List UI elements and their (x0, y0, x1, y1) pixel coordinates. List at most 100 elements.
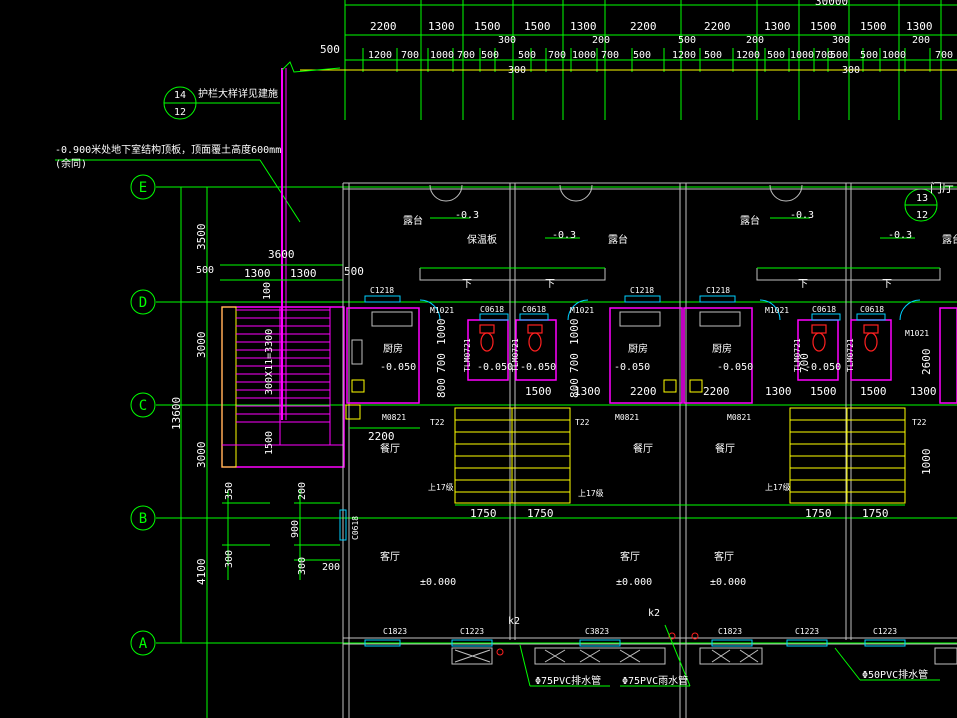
top-dim: 1300 (764, 20, 791, 33)
code: 上17级 (765, 482, 791, 492)
code: M1021 (430, 306, 454, 315)
pipe-label: Φ75PVC雨水管 (622, 674, 688, 687)
top-dim: 1500 (474, 20, 501, 33)
ref-12: 12 (174, 107, 186, 118)
room-dining: 餐厅 (380, 442, 400, 455)
code: C0618 (351, 516, 360, 540)
code: T22 (430, 418, 445, 427)
component-codes: C1218 C0618 C0618 C1218 C1218 C0618 C061… (351, 286, 929, 636)
code: C3823 (585, 627, 609, 636)
vert-dim: 700 (798, 353, 811, 373)
room-outlines (346, 307, 957, 404)
mid-dim: 1500 (525, 385, 552, 398)
code: C0618 (480, 305, 504, 314)
pipe-label: Φ75PVC排水管 (535, 674, 601, 687)
top-dim: 500 (633, 50, 651, 61)
door-hall-label: 门厅 (930, 180, 954, 195)
stair-split-2: 1300 (290, 267, 317, 280)
left-small: 900 (290, 520, 301, 538)
room-living: 客厅 (380, 550, 400, 563)
top-dimension-labels: 2200 1300 1500 1500 1300 2200 2200 1300 … (320, 0, 953, 76)
top-dim: 700 (935, 50, 953, 61)
mid-dim: 2200 (630, 385, 657, 398)
room-kitchen: 厨房 (712, 342, 732, 355)
left-small: 350 (224, 482, 235, 500)
top-dim: 500 (678, 35, 696, 46)
left-total: 13600 (170, 397, 183, 430)
top-dim: 300 (832, 35, 850, 46)
top-dim: 1000 (790, 50, 814, 61)
left-dimension-chains (175, 186, 340, 718)
top-dim: 1500 (860, 20, 887, 33)
top-dim: 200 (746, 35, 764, 46)
room-terrace: 露台 (608, 233, 628, 246)
left-small: 200 (297, 482, 308, 500)
axis-label-b: B (139, 511, 147, 527)
mid-dim: 1300 (765, 385, 792, 398)
vert-dim: 1000 (568, 319, 581, 346)
pipe-annotations: Φ75PVC排水管 Φ75PVC雨水管 Φ50PVC排水管 (519, 624, 940, 687)
top-dim: 300 (498, 35, 516, 46)
top-dim: 2200 (370, 20, 397, 33)
code: C0618 (812, 305, 836, 314)
mid-dimensions: 2200 1500 1300 2200 2200 1300 1500 1500 … (349, 319, 937, 520)
level: -0.050 (520, 362, 556, 373)
code: M1021 (765, 306, 789, 315)
level: -0.3 (888, 230, 912, 241)
code: C1823 (718, 627, 742, 636)
left-dim: 3000 (195, 442, 208, 469)
ref-12b: 12 (916, 210, 928, 221)
top-dim: 1300 (570, 20, 597, 33)
room-dining: 餐厅 (715, 442, 735, 455)
code: C0618 (860, 305, 884, 314)
top-dim: 700 (548, 50, 566, 61)
vert-dim: 2600 (920, 349, 933, 376)
kitchen-fixtures (351, 311, 741, 393)
code: M1021 (570, 306, 594, 315)
internal-stairs (345, 404, 906, 504)
top-dim: 300 (508, 65, 526, 76)
room-living: 客厅 (620, 550, 640, 563)
code: T22 (575, 418, 590, 427)
stair-step: 300X11=3300 (264, 329, 275, 395)
top-dim: 1000 (572, 50, 596, 61)
axis-label-e: E (139, 180, 147, 196)
left-small: 200 (322, 562, 340, 573)
room-dining: 餐厅 (633, 442, 653, 455)
windows (339, 295, 906, 647)
level: -0.050 (805, 362, 841, 373)
top-dim: 500 (704, 50, 722, 61)
stair-dim: 1750 (862, 507, 889, 520)
code: 上17级 (428, 482, 454, 492)
left-small: 300 (297, 557, 308, 575)
mid-dim: 1300 (910, 385, 937, 398)
level: -0.050 (614, 362, 650, 373)
axis-bubbles (130, 174, 156, 656)
railing-note: 护栏大样详见建施 (198, 87, 278, 100)
planter-boxes (451, 647, 957, 665)
mid-dim: 1300 (574, 385, 601, 398)
top-dim: 1200 (736, 50, 760, 61)
toilet-fixtures (479, 324, 879, 352)
building-walls (342, 182, 957, 718)
code: T22 (912, 418, 927, 427)
stair-bottom: 1500 (264, 431, 275, 455)
mid-dim: 1500 (810, 385, 837, 398)
level: -0.050 (717, 362, 753, 373)
top-dim: 700 (401, 50, 419, 61)
top-dim: 1200 (672, 50, 696, 61)
ref-13: 13 (916, 193, 928, 204)
level: ±0.000 (420, 577, 456, 588)
left-small: 500 (196, 265, 214, 276)
top-dim: 500 (320, 43, 340, 56)
code: C1223 (460, 627, 484, 636)
code: TLM0721 (463, 338, 472, 372)
level-labels: -0.3 -0.3 -0.3 -0.3 -0.050 -0.050 -0.050… (380, 210, 915, 588)
axis-label-d: D (139, 295, 147, 311)
code: TLM0721 (793, 338, 802, 372)
code: C1218 (630, 286, 654, 295)
code: C0618 (522, 305, 546, 314)
down-mark: 下 (462, 279, 472, 290)
basement-note-2: (余同) (55, 157, 87, 170)
stair-side: 500 (344, 265, 364, 278)
